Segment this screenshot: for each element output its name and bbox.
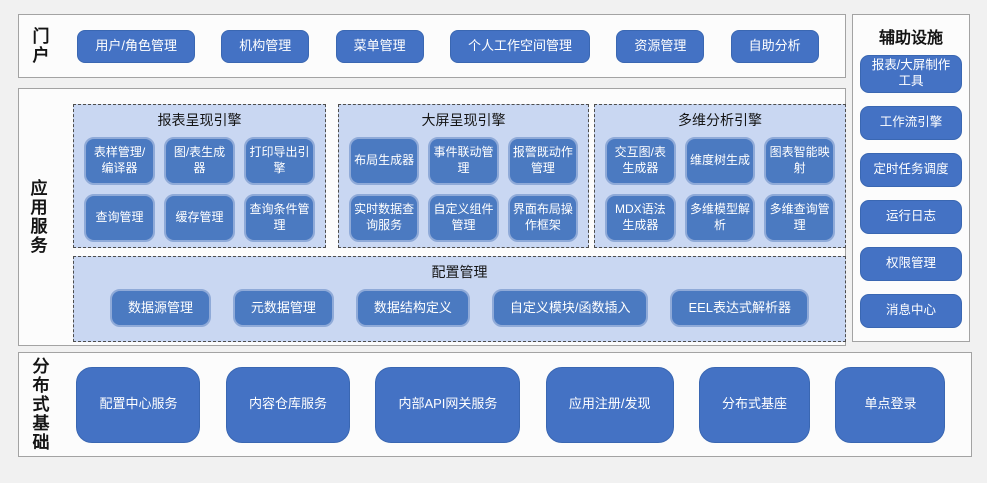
screen-engine-title: 大屏呈现引擎 [421, 112, 506, 128]
node-organization-management: 机构管理 [221, 29, 310, 63]
olap-engine-title: 多维分析引擎 [678, 112, 762, 128]
node-menu-management: 菜单管理 [335, 29, 424, 63]
portal-label: 门户 [32, 26, 50, 65]
node-app-registration-discovery: 应用注册/发现 [545, 366, 674, 443]
app-services-label: 应用服务 [30, 178, 48, 256]
report-engine-panel: 报表呈现引擎 表样管理/编译器 图/表生成器 打印导出引擎 查询管理 缓存管理 … [73, 104, 326, 248]
node-internal-api-gateway-service: 内部API网关服务 [375, 366, 521, 443]
config-management-title: 配置管理 [431, 264, 488, 280]
config-management-panel: 配置管理 数据源管理 元数据管理 数据结构定义 自定义模块/函数插入 EEL表达… [73, 256, 846, 342]
report-engine-grid: 表样管理/编译器 图/表生成器 打印导出引擎 查询管理 缓存管理 查询条件管理 [74, 130, 325, 252]
node-multidim-query-management: 多维查询管理 [764, 194, 835, 242]
screen-engine-grid: 布局生成器 事件联动管理 报警既动作管理 实时数据查询服务 自定义组件管理 界面… [339, 130, 588, 252]
node-metadata-management: 元数据管理 [232, 289, 334, 327]
node-alarm-action-management: 报警既动作管理 [507, 137, 578, 185]
node-custom-component-management: 自定义组件管理 [428, 194, 499, 242]
node-user-role-management: 用户/角色管理 [77, 29, 195, 63]
node-chart-table-generator: 图/表生成器 [164, 137, 235, 185]
node-resource-management: 资源管理 [616, 29, 705, 63]
node-custom-module-function-insert: 自定义模块/函数插入 [491, 289, 649, 327]
node-query-condition-management: 查询条件管理 [244, 194, 315, 242]
node-single-sign-on: 单点登录 [835, 366, 946, 443]
node-self-service-analysis: 自助分析 [730, 29, 819, 63]
app-services-section: 应用服务 报表呈现引擎 表样管理/编译器 图/表生成器 打印导出引擎 查询管理 … [18, 88, 846, 346]
node-cache-management: 缓存管理 [164, 194, 235, 242]
node-personal-workspace-management: 个人工作空间管理 [449, 29, 590, 63]
node-query-management: 查询管理 [84, 194, 155, 242]
node-layout-generator: 布局生成器 [349, 137, 420, 185]
node-style-management-compiler: 表样管理/编译器 [84, 137, 155, 185]
node-dimension-tree-generation: 维度树生成 [684, 137, 756, 185]
node-timed-task-scheduler: 定时任务调度 [860, 153, 962, 187]
node-workflow-engine: 工作流引擎 [860, 106, 962, 140]
olap-engine-panel: 多维分析引擎 交互图/表生成器 维度树生成 图表智能映射 MDX语法生成器 多维… [594, 104, 846, 248]
node-content-repository-service: 内容仓库服务 [225, 366, 350, 443]
olap-engine-grid: 交互图/表生成器 维度树生成 图表智能映射 MDX语法生成器 多维模型解析 多维… [595, 130, 845, 252]
report-engine-title: 报表呈现引擎 [157, 112, 242, 128]
distributed-base-section: 分布式基础 配置中心服务 内容仓库服务 内部API网关服务 应用注册/发现 分布… [18, 352, 972, 457]
node-run-log: 运行日志 [860, 200, 962, 234]
portal-row: 用户/角色管理 机构管理 菜单管理 个人工作空间管理 资源管理 自助分析 [51, 29, 845, 63]
distributed-base-label: 分布式基础 [32, 356, 50, 453]
distributed-base-row: 配置中心服务 内容仓库服务 内部API网关服务 应用注册/发现 分布式基座 单点… [51, 366, 971, 443]
node-message-center: 消息中心 [860, 294, 962, 328]
node-config-center-service: 配置中心服务 [76, 366, 201, 443]
node-eel-expression-parser: EEL表达式解析器 [670, 289, 810, 327]
auxiliary-title: 辅助设施 [878, 30, 943, 47]
portal-section: 门户 用户/角色管理 机构管理 菜单管理 个人工作空间管理 资源管理 自助分析 [18, 14, 846, 78]
node-realtime-data-query-service: 实时数据查询服务 [349, 194, 420, 242]
node-distributed-base-platform: 分布式基座 [698, 366, 810, 443]
node-event-linkage-management: 事件联动管理 [428, 137, 499, 185]
screen-engine-panel: 大屏呈现引擎 布局生成器 事件联动管理 报警既动作管理 实时数据查询服务 自定义… [338, 104, 589, 248]
node-print-export-engine: 打印导出引擎 [244, 137, 315, 185]
node-data-structure-definition: 数据结构定义 [355, 289, 470, 327]
node-multidim-model-parsing: 多维模型解析 [684, 194, 756, 242]
node-report-screen-authoring-tool: 报表/大屏制作工具 [860, 55, 962, 93]
node-permission-management: 权限管理 [860, 247, 962, 281]
auxiliary-section: 辅助设施 报表/大屏制作工具 工作流引擎 定时任务调度 运行日志 权限管理 消息… [852, 14, 970, 342]
node-ui-layout-operation-framework: 界面布局操作框架 [507, 194, 578, 242]
node-interactive-chart-generator: 交互图/表生成器 [605, 137, 676, 185]
node-mdx-syntax-generator: MDX语法生成器 [605, 194, 676, 242]
config-management-row: 数据源管理 元数据管理 数据结构定义 自定义模块/函数插入 EEL表达式解析器 [74, 282, 845, 327]
node-chart-smart-mapping: 图表智能映射 [764, 137, 835, 185]
node-datasource-management: 数据源管理 [109, 289, 211, 327]
